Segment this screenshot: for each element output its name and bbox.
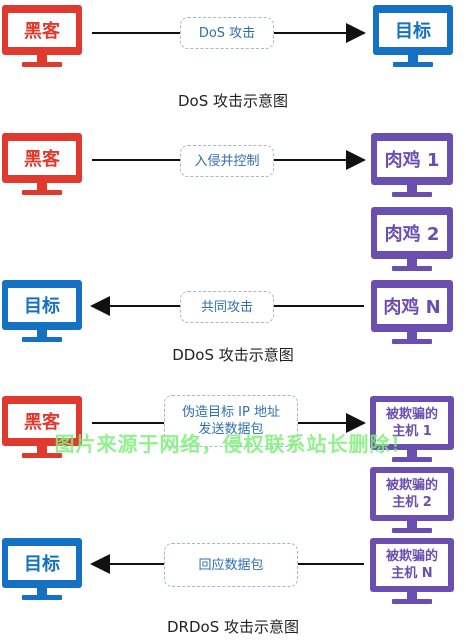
victim-2-monitor: 被欺骗的 主机 2: [370, 467, 454, 533]
victim-1-label: 被欺骗的 主机 1: [376, 402, 448, 444]
hacker-label: 黑客: [8, 141, 76, 175]
drdos-caption: DRDoS 攻击示意图: [167, 618, 299, 636]
hacker-label: 黑客: [8, 404, 76, 438]
hacker-monitor-dos: 黑客: [2, 5, 82, 67]
ddos-caption: DDoS 攻击示意图: [172, 346, 294, 364]
zombie-n-monitor: 肉鸡 N: [371, 280, 453, 344]
zombie-2-label: 肉鸡 2: [377, 215, 447, 251]
watermark-text: 图片来源于网络，侵权联系站长删除！: [54, 432, 412, 456]
target-label: 目标: [379, 13, 447, 47]
invade-edge-label: 入侵并控制: [180, 145, 274, 177]
hacker-monitor-drdos: 黑客: [2, 396, 82, 458]
zombie-1-monitor: 肉鸡 1: [371, 133, 453, 197]
victim-2-label: 被欺骗的 主机 2: [376, 473, 448, 515]
victim-n-monitor: 被欺骗的 主机 N: [370, 538, 454, 604]
victim-1-monitor: 被欺骗的 主机 1: [370, 396, 454, 462]
zombie-n-label: 肉鸡 N: [377, 288, 447, 324]
joint-attack-edge-label: 共同攻击: [180, 291, 274, 323]
target-monitor-drdos: 目标: [2, 538, 82, 600]
zombie-2-monitor: 肉鸡 2: [371, 207, 453, 271]
target-label: 目标: [8, 288, 76, 322]
target-label: 目标: [8, 546, 76, 580]
dos-caption: DoS 攻击示意图: [177, 92, 289, 110]
reply-edge-label: 回应数据包: [164, 543, 298, 587]
zombie-1-label: 肉鸡 1: [377, 141, 447, 177]
dos-edge-label: DoS 攻击: [180, 17, 274, 49]
target-monitor-dos: 目标: [373, 5, 453, 67]
victim-n-label: 被欺骗的 主机 N: [376, 544, 448, 586]
target-monitor-ddos: 目标: [2, 280, 82, 342]
hacker-label: 黑客: [8, 13, 76, 47]
forge-edge-label: 伪造目标 IP 地址 发送数据包: [164, 395, 298, 447]
hacker-monitor-ddos: 黑客: [2, 133, 82, 195]
